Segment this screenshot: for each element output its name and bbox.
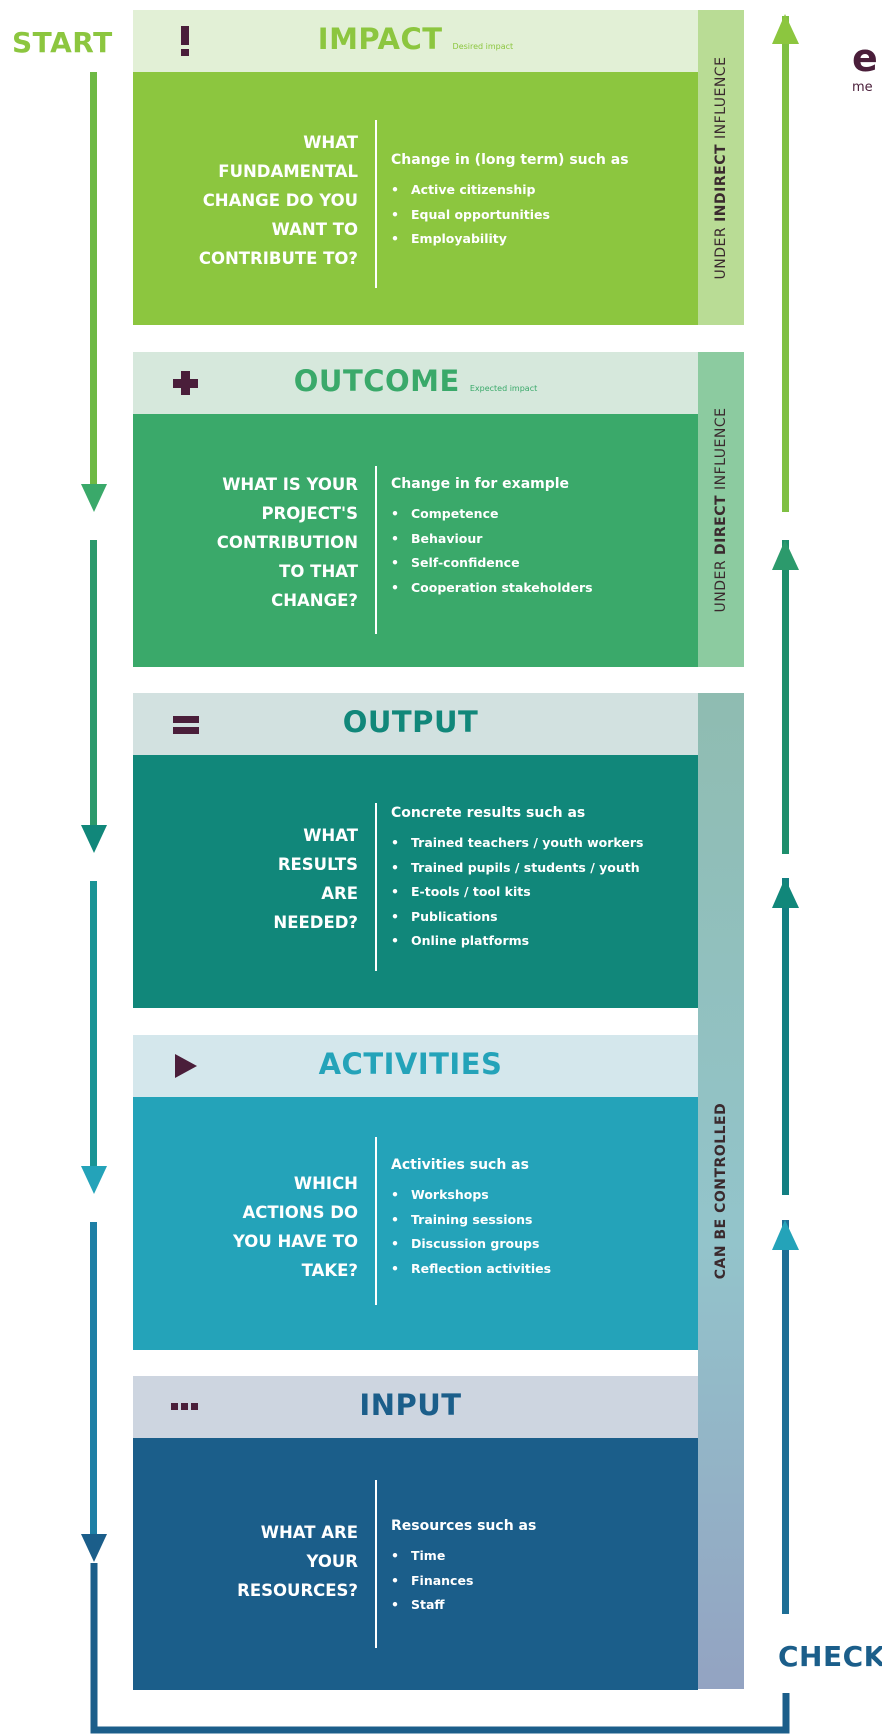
impact-question: WHAT FUNDAMENTAL CHANGE DO YOU WANT TO C… <box>198 133 358 268</box>
list-item: Workshops <box>391 1183 551 1208</box>
list-item: Trained pupils / students / youth <box>391 856 643 881</box>
play-icon <box>175 1054 197 1078</box>
list-item: Discussion groups <box>391 1232 551 1257</box>
list-item: Cooperation stakeholders <box>391 576 593 601</box>
list-item: Training sessions <box>391 1208 551 1233</box>
list-item: Online platforms <box>391 929 643 954</box>
output-content: Concrete results such as Trained teacher… <box>391 805 643 954</box>
up-arrow-3 <box>772 540 799 854</box>
activities-title: ACTIVITIES <box>318 1047 503 1081</box>
input-header: INPUT <box>133 1376 698 1438</box>
logo-subtext: me <box>852 80 873 95</box>
down-arrow-4 <box>81 1222 107 1562</box>
list-item: Trained teachers / youth workers <box>391 831 643 856</box>
activities-header: ACTIVITIES <box>133 1035 698 1097</box>
output-body: WHAT RESULTS ARE NEEDED? Concrete result… <box>133 755 698 1008</box>
list-item: Publications <box>391 905 643 930</box>
input-question: WHAT ARE YOUR RESOURCES? <box>237 1523 358 1600</box>
activities-block: ACTIVITIES WHICH ACTIONS DO YOU HAVE TO … <box>133 1035 698 1350</box>
list-item: Employability <box>391 227 629 252</box>
input-block: INPUT WHAT ARE YOUR RESOURCES? Resources… <box>133 1376 698 1690</box>
outcome-content: Change in for example Competence Behavio… <box>391 476 593 600</box>
list-item: Behaviour <box>391 527 593 552</box>
down-arrow-1 <box>81 72 107 512</box>
output-divider <box>375 803 377 971</box>
down-arrow-3 <box>81 881 107 1194</box>
list-item: Time <box>391 1544 536 1569</box>
exclamation-icon <box>181 26 189 56</box>
plus-icon <box>173 371 198 395</box>
outcome-divider <box>375 466 377 634</box>
list-item: Finances <box>391 1569 536 1594</box>
list-item: Staff <box>391 1593 536 1618</box>
impact-body: WHAT FUNDAMENTAL CHANGE DO YOU WANT TO C… <box>133 72 698 325</box>
list-item: Competence <box>391 502 593 527</box>
up-arrow-4 <box>772 14 799 512</box>
output-block: OUTPUT WHAT RESULTS ARE NEEDED? Concrete… <box>133 693 698 1008</box>
output-title: OUTPUT <box>342 705 479 739</box>
list-item: Equal opportunities <box>391 203 629 228</box>
input-body: WHAT ARE YOUR RESOURCES? Resources such … <box>133 1438 698 1690</box>
up-arrow-2 <box>772 878 799 1195</box>
logo: e <box>852 36 878 80</box>
impact-content: Change in (long term) such as Active cit… <box>391 152 629 252</box>
activities-content: Activities such as Workshops Training se… <box>391 1157 551 1281</box>
ellipsis-icon <box>171 1403 198 1410</box>
activities-question: WHICH ACTIONS DO YOU HAVE TO TAKE? <box>232 1174 358 1280</box>
input-title: INPUT <box>359 1388 462 1422</box>
list-item: Active citizenship <box>391 178 629 203</box>
output-question: WHAT RESULTS ARE NEEDED? <box>273 826 358 932</box>
activities-body: WHICH ACTIONS DO YOU HAVE TO TAKE? Activ… <box>133 1097 698 1350</box>
sidebar-can-be-controlled: CAN BE CONTROLLED <box>698 693 744 1689</box>
input-content: Resources such as Time Finances Staff <box>391 1518 536 1618</box>
sidebar-direct-influence: UNDER DIRECT INFLUENCE <box>698 352 744 667</box>
equals-icon <box>173 716 199 734</box>
outcome-body: WHAT IS YOUR PROJECT'S CONTRIBUTION TO T… <box>133 414 698 667</box>
activities-divider <box>375 1137 377 1305</box>
bottom-connector <box>90 1563 790 1734</box>
list-item: Self-confidence <box>391 551 593 576</box>
outcome-question: WHAT IS YOUR PROJECT'S CONTRIBUTION TO T… <box>216 475 358 610</box>
check-label: CHECK <box>778 1640 882 1673</box>
output-header: OUTPUT <box>133 693 698 755</box>
list-item: E-tools / tool kits <box>391 880 643 905</box>
up-arrow-1 <box>772 1220 799 1614</box>
start-label: START <box>12 26 113 59</box>
list-item: Reflection activities <box>391 1257 551 1282</box>
impact-divider <box>375 120 377 288</box>
input-divider <box>375 1480 377 1648</box>
down-arrow-2 <box>81 540 107 853</box>
sidebar-indirect-influence: UNDER INDIRECT INFLUENCE <box>698 10 744 325</box>
